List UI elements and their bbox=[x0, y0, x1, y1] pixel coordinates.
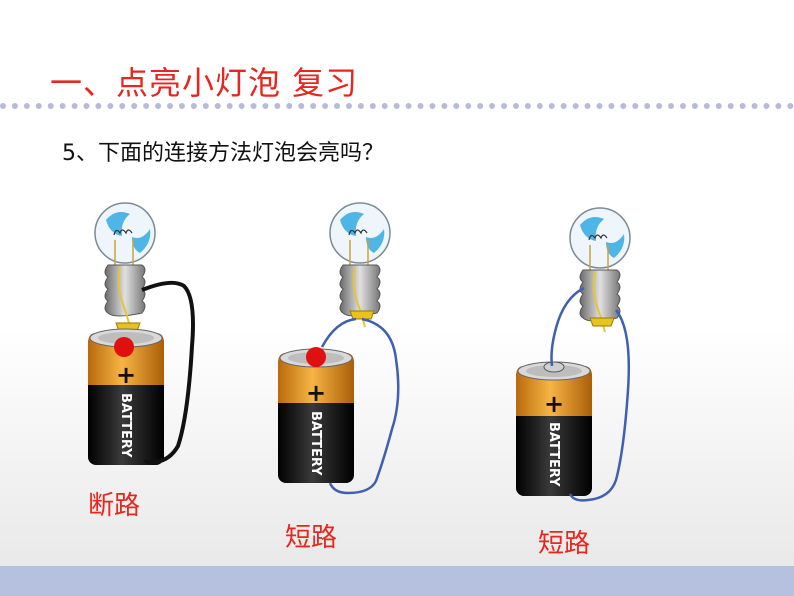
circuit-3-illustration: + BATTERY bbox=[516, 207, 631, 502]
plus-symbol: + bbox=[116, 361, 136, 389]
contact-dot bbox=[114, 337, 134, 357]
title-divider bbox=[0, 103, 794, 109]
bulb bbox=[569, 207, 631, 270]
black-wire bbox=[141, 280, 195, 465]
caption-short-circuit-2: 短路 bbox=[538, 529, 591, 559]
question-text: 5、下面的连接方法灯泡会亮吗？ bbox=[62, 141, 384, 166]
blue-wire bbox=[550, 286, 585, 367]
caption-open-circuit: 断路 bbox=[88, 491, 141, 521]
battery bbox=[516, 361, 592, 496]
bulb-base bbox=[339, 264, 381, 328]
battery-label: BATTERY bbox=[308, 411, 323, 476]
battery bbox=[278, 348, 354, 483]
bulb bbox=[94, 202, 156, 265]
bulb bbox=[329, 202, 391, 265]
blue-wire-2 bbox=[320, 317, 357, 348]
battery-label: BATTERY bbox=[118, 393, 133, 458]
circuit-2-illustration: + BATTERY bbox=[278, 202, 400, 495]
footer-bar bbox=[0, 566, 794, 596]
page-title: 一、点亮小灯泡 复习 bbox=[50, 64, 359, 102]
blue-wire-2 bbox=[568, 309, 631, 502]
contact-dot bbox=[306, 347, 326, 367]
plus-symbol: + bbox=[306, 379, 326, 407]
battery-label: BATTERY bbox=[546, 422, 561, 487]
caption-short-circuit-1: 短路 bbox=[285, 523, 338, 553]
bulb-base bbox=[579, 269, 621, 333]
circuit-1-illustration: + BATTERY bbox=[88, 202, 195, 465]
bulb-base bbox=[104, 264, 146, 332]
blue-wire bbox=[328, 317, 400, 495]
plus-symbol: + bbox=[544, 390, 564, 418]
battery bbox=[88, 328, 164, 465]
